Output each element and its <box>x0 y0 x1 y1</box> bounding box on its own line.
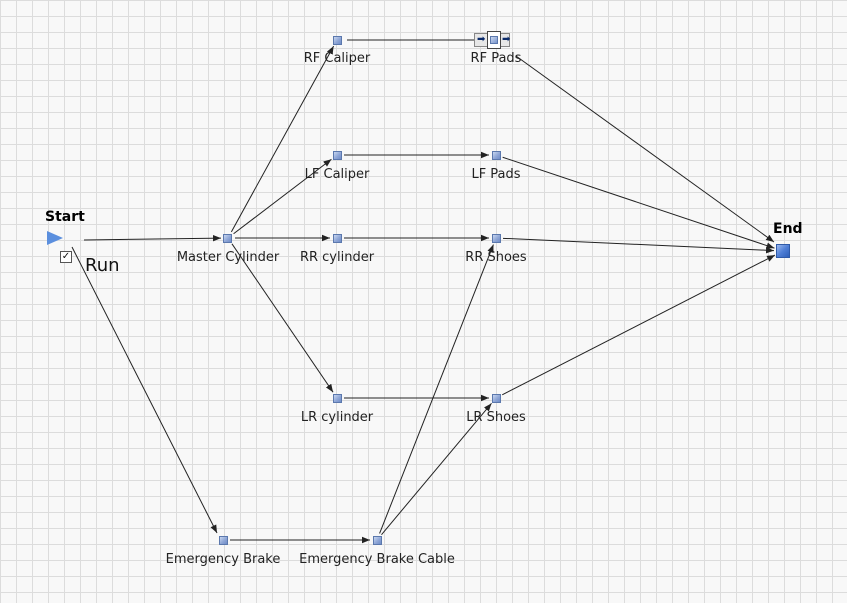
node-rr-cylinder[interactable] <box>333 234 342 243</box>
edge-rr-shoes-to-end[interactable] <box>502 237 775 254</box>
label-emergency-brake: Emergency Brake <box>165 552 281 567</box>
node-lr-shoes[interactable] <box>492 394 501 403</box>
node-lr-cylinder[interactable] <box>333 394 342 403</box>
edge-emergency-brake-cable-to-lr-shoes[interactable] <box>381 403 492 535</box>
node-emergency-brake[interactable] <box>219 536 228 545</box>
label-master-cylinder: Master Cylinder <box>176 250 280 265</box>
arrow-right-icon: ➡ <box>477 34 486 45</box>
node-rr-shoes[interactable] <box>492 234 501 243</box>
run-checkbox[interactable]: ✓ <box>60 251 72 263</box>
start-label: Start <box>45 209 85 225</box>
edge-start-to-master-cylinder[interactable] <box>83 235 222 242</box>
run-label: Run <box>85 255 120 276</box>
arrow-right-icon: ➡ <box>502 34 511 45</box>
rf-pads-selected-frame[interactable]: ➡ ➡ <box>474 31 511 49</box>
edge-emergency-brake-cable-to-rr-shoes[interactable] <box>379 244 494 534</box>
node-lf-pads[interactable] <box>492 151 501 160</box>
edge-master-cylinder-to-lr-cylinder[interactable] <box>231 243 334 393</box>
edge-start-to-emergency-brake[interactable] <box>71 246 218 534</box>
label-rf-caliper: RF Caliper <box>303 51 371 66</box>
play-icon[interactable] <box>47 231 63 245</box>
node-master-cylinder[interactable] <box>223 234 232 243</box>
label-lf-pads: LF Pads <box>471 167 521 182</box>
label-emergency-brake-cable: Emergency Brake Cable <box>299 552 455 567</box>
node-rf-pads[interactable] <box>490 36 498 44</box>
edge-master-cylinder-to-lf-caliper[interactable] <box>233 158 332 235</box>
label-lr-cylinder: LR cylinder <box>300 410 374 425</box>
rf-pads-node-box <box>487 31 501 49</box>
node-emergency-brake-cable[interactable] <box>373 536 382 545</box>
edge-master-cylinder-to-rf-caliper[interactable] <box>230 45 335 233</box>
edges-layer <box>71 36 776 544</box>
node-lf-caliper[interactable] <box>333 151 342 160</box>
label-rr-shoes: RR Shoes <box>465 250 527 265</box>
node-end[interactable] <box>776 244 790 258</box>
edge-lf-pads-to-end[interactable] <box>502 156 775 249</box>
label-rf-pads: RF Pads <box>470 51 522 66</box>
label-rr-cylinder: RR cylinder <box>299 250 375 265</box>
label-lf-caliper: LF Caliper <box>304 167 370 182</box>
edge-rf-pads-to-end[interactable] <box>515 55 775 243</box>
edge-lr-shoes-to-end[interactable] <box>502 254 776 396</box>
label-lr-shoes: LR Shoes <box>466 410 526 425</box>
node-rf-caliper[interactable] <box>333 36 342 45</box>
end-label: End <box>773 221 803 237</box>
